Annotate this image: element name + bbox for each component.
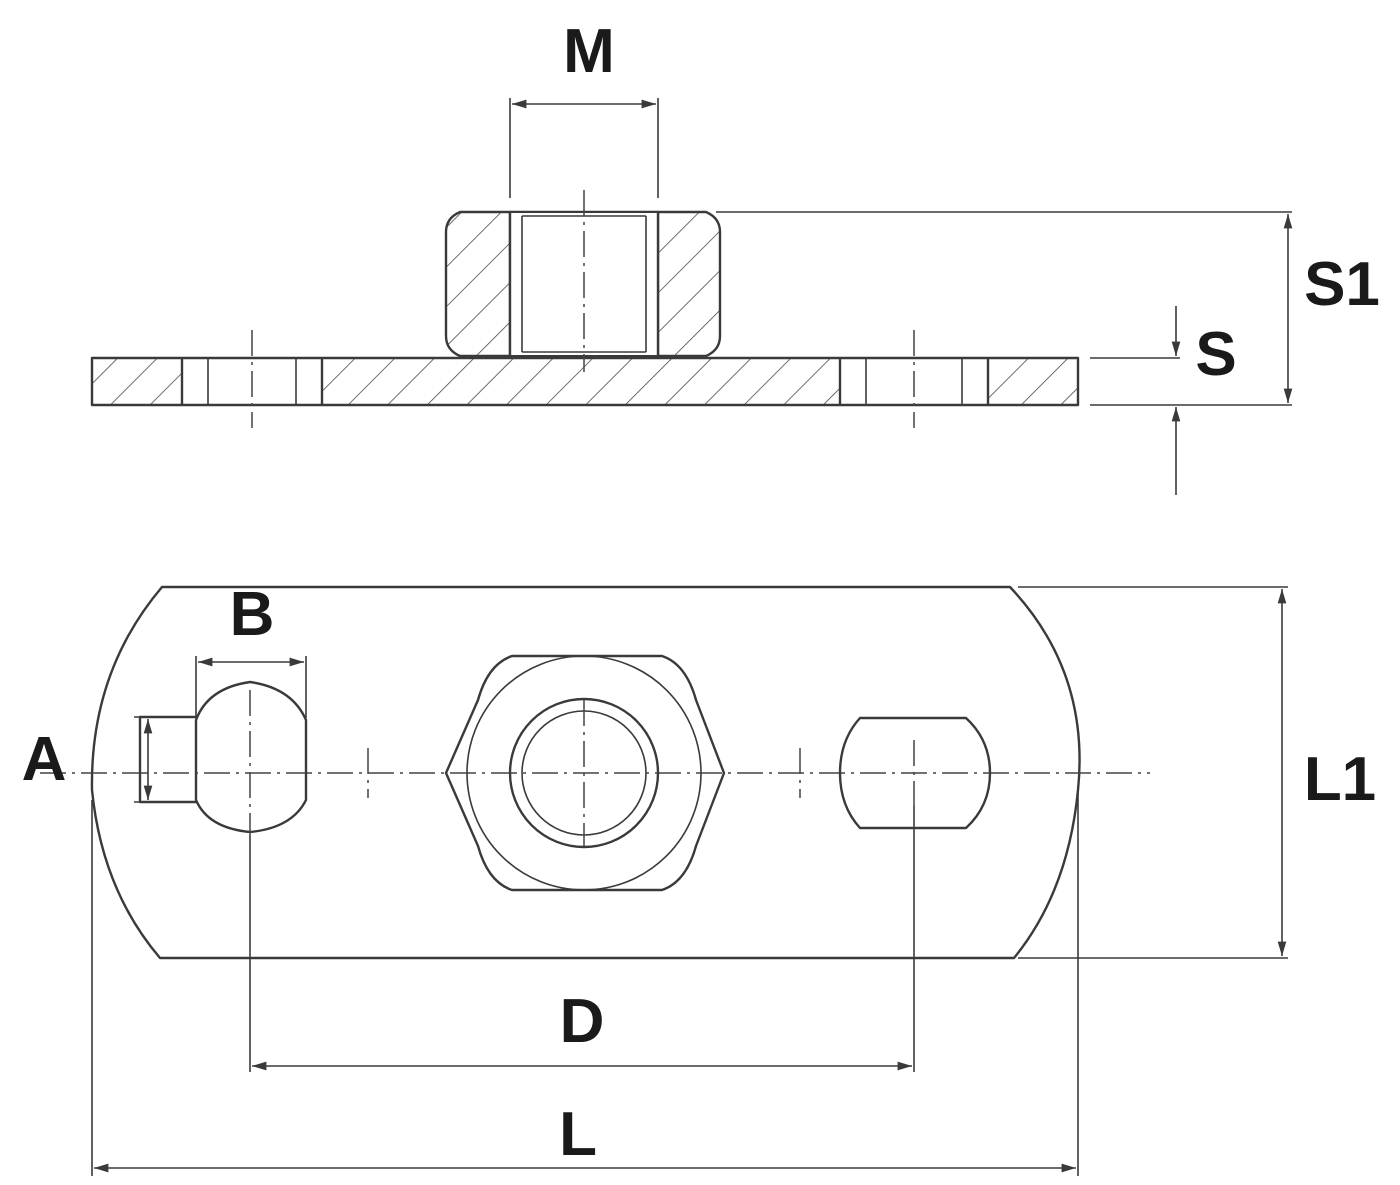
label-s: S [1195, 320, 1236, 389]
label-a: A [22, 725, 67, 794]
label-b: B [230, 580, 275, 649]
label-l: L [559, 1100, 597, 1169]
base-plate-section [90, 356, 1080, 407]
right-slot-hole [838, 716, 992, 830]
dimension-m: M [509, 17, 659, 198]
dimension-s: S [1090, 306, 1237, 495]
dimension-s1: S1 [716, 211, 1380, 406]
left-slot-hole [138, 680, 308, 835]
dimension-l: L [91, 790, 1079, 1176]
label-m: M [563, 17, 615, 86]
top-plan-view: B A L1 [22, 580, 1376, 1176]
nut-section [444, 210, 722, 358]
label-l1: L1 [1304, 745, 1376, 814]
dimension-b: B [195, 580, 307, 718]
dimension-a: A [22, 716, 186, 803]
plate-outline [90, 585, 1081, 960]
dimension-d: D [249, 806, 915, 1072]
dimension-l1: L1 [1018, 586, 1376, 959]
label-d: D [560, 987, 605, 1056]
nut-top-view [444, 654, 726, 892]
side-section-view: M S1 S [90, 17, 1380, 495]
label-s1: S1 [1304, 250, 1380, 319]
